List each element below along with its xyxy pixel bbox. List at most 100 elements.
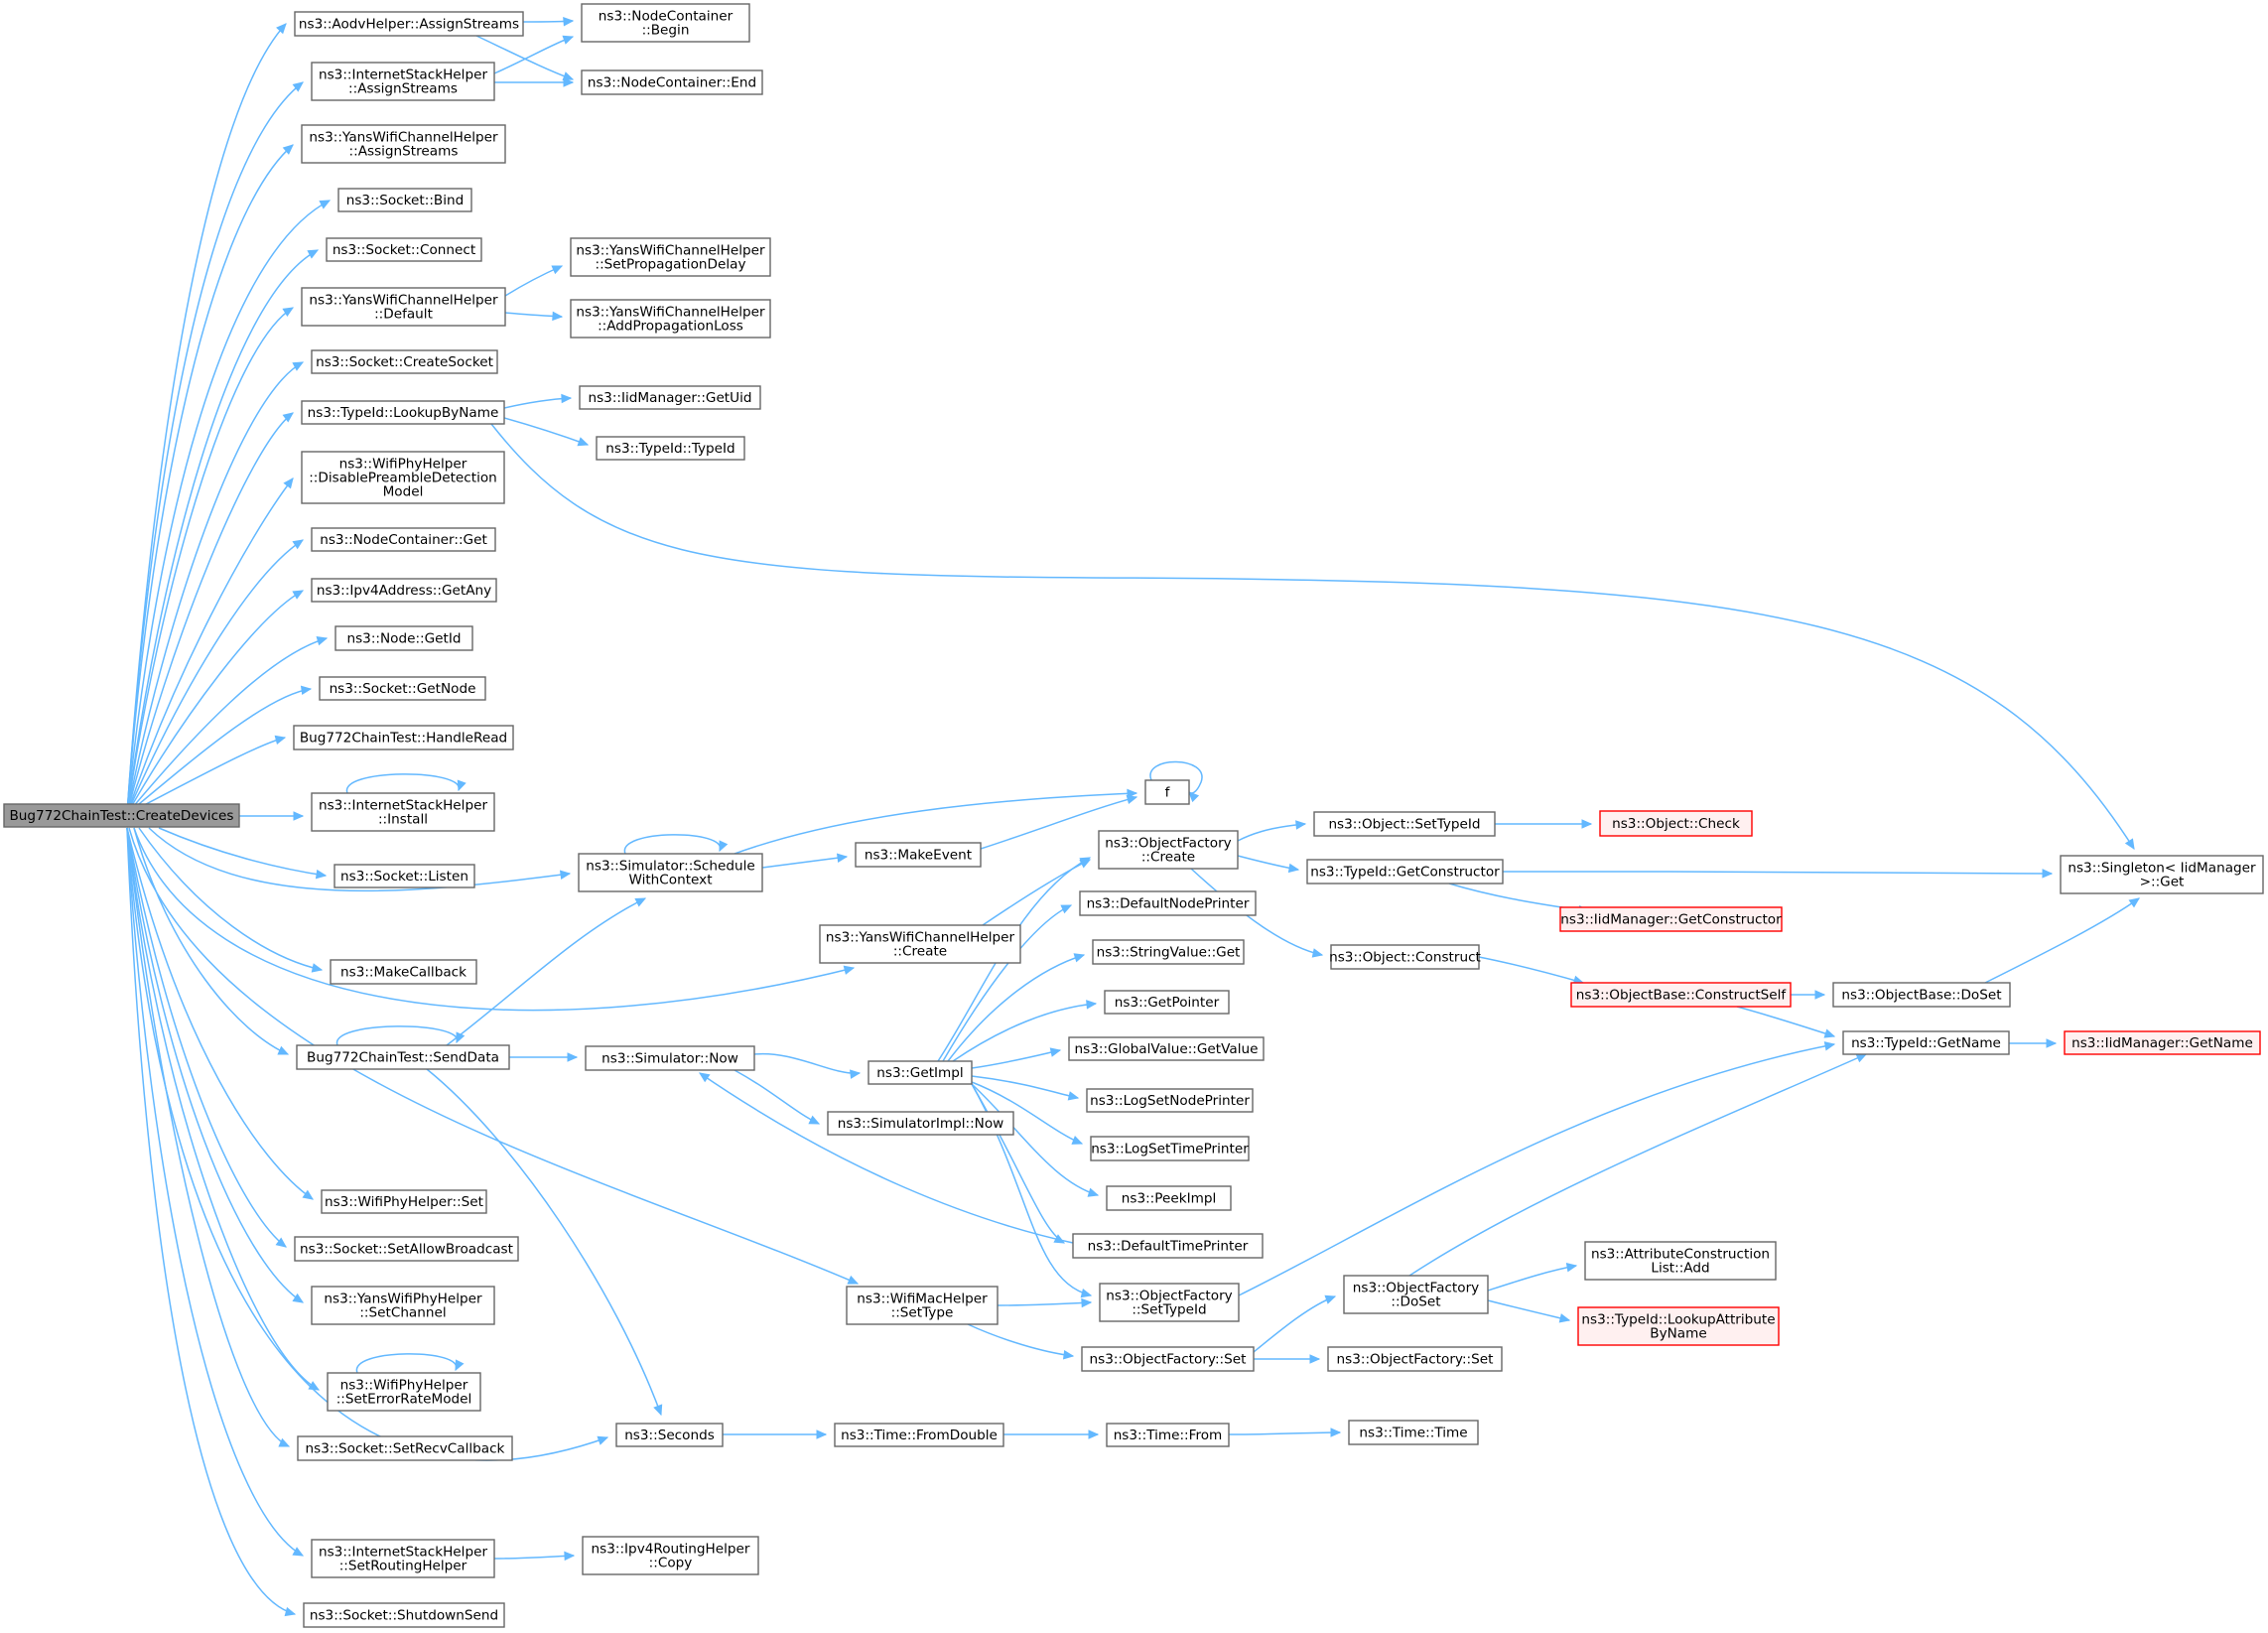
node-box-typeid-getname[interactable] <box>1842 1030 2010 1055</box>
node-box-of-settypeid[interactable] <box>1099 1283 1240 1322</box>
node-time-from[interactable]: ns3::Time::From <box>1106 1423 1230 1447</box>
node-time-fromdouble[interactable]: ns3::Time::FromDouble <box>834 1423 1004 1447</box>
node-typeid-lookup[interactable]: ns3::TypeId::LookupByName <box>301 400 505 425</box>
node-box-def-nodeprinter[interactable] <box>1079 890 1257 916</box>
node-objbase-doset[interactable]: ns3::ObjectBase::DoSet <box>1832 982 2011 1008</box>
node-box-typeid-lookup[interactable] <box>301 400 505 425</box>
node-yans-assign[interactable]: ns3::YansWifiChannelHelper::AssignStream… <box>301 124 506 164</box>
node-of-set[interactable]: ns3::ObjectFactory::Set <box>1081 1346 1255 1372</box>
node-box-yansphy-setch[interactable] <box>311 1286 495 1325</box>
node-box-obj-construct[interactable] <box>1330 944 1480 970</box>
node-box-of-set[interactable] <box>1081 1346 1255 1372</box>
node-box-typeid-ctor[interactable] <box>596 436 745 461</box>
node-box-of-set2[interactable] <box>1327 1346 1503 1372</box>
node-box-sock-listen[interactable] <box>334 864 475 888</box>
node-box-sendData[interactable] <box>296 1044 510 1070</box>
node-box-sock-getnode[interactable] <box>319 676 486 701</box>
node-box-peekimpl[interactable] <box>1106 1185 1232 1211</box>
node-sock-bind[interactable]: ns3::Socket::Bind <box>337 188 472 212</box>
node-obj-check[interactable]: ns3::Object::Check <box>1599 810 1753 837</box>
node-getpointer[interactable]: ns3::GetPointer <box>1104 990 1230 1015</box>
node-iid-getname[interactable]: ns3::IidManager::GetName <box>2064 1030 2261 1055</box>
node-box-getpointer[interactable] <box>1104 990 1230 1015</box>
node-box-make-callback[interactable] <box>330 959 477 985</box>
node-yans-addprop[interactable]: ns3::YansWifiChannelHelper::AddPropagati… <box>570 299 771 339</box>
node-box-iid-getuid[interactable] <box>579 385 761 410</box>
node-inet-install[interactable]: ns3::InternetStackHelper::Install <box>311 792 495 832</box>
node-obj-construct[interactable]: ns3::Object::Construct <box>1329 944 1481 970</box>
node-box-inet-install[interactable] <box>311 792 495 832</box>
node-box-attr-add[interactable] <box>1584 1241 1777 1281</box>
node-box-node-getid[interactable] <box>334 625 473 651</box>
node-f[interactable]: f <box>1144 779 1190 805</box>
node-box-wifiphy-disable[interactable] <box>301 451 505 504</box>
node-sendData[interactable]: Bug772ChainTest::SendData <box>296 1044 510 1070</box>
node-singleton-get[interactable]: ns3::Singleton< IidManager >::Get <box>2060 855 2264 894</box>
node-make-callback[interactable]: ns3::MakeCallback <box>330 959 477 985</box>
node-box-ipv4-getany[interactable] <box>311 578 497 603</box>
node-box-inet-assign[interactable] <box>311 62 495 101</box>
node-typeid-getname[interactable]: ns3::TypeId::GetName <box>1842 1030 2010 1055</box>
node-node-getid[interactable]: ns3::Node::GetId <box>334 625 473 651</box>
node-box-yans-setprop[interactable] <box>570 237 771 277</box>
node-box-of-doset[interactable] <box>1343 1275 1489 1314</box>
node-nc-begin[interactable]: ns3::NodeContainer::Begin <box>581 3 750 43</box>
node-obj-settypeid[interactable]: ns3::Object::SetTypeId <box>1313 811 1496 837</box>
node-stringvalue-get[interactable]: ns3::StringValue::Get <box>1092 939 1245 965</box>
node-box-sock-bind[interactable] <box>337 188 472 212</box>
node-box-nc-begin[interactable] <box>581 3 750 43</box>
node-logsetnode[interactable]: ns3::LogSetNodePrinter <box>1086 1088 1254 1113</box>
node-aodv-assign[interactable]: ns3::AodvHelper::AssignStreams <box>294 11 524 37</box>
node-box-seconds[interactable] <box>615 1423 724 1447</box>
node-box-ipv4routing-copy[interactable] <box>582 1536 759 1575</box>
node-ipv4routing-copy[interactable]: ns3::Ipv4RoutingHelper::Copy <box>582 1536 759 1575</box>
node-iid-getctor[interactable]: ns3::IidManager::GetConstructor <box>1559 906 1783 932</box>
node-wifimac-settype[interactable]: ns3::WifiMacHelper::SetType <box>846 1286 999 1325</box>
node-inet-assign[interactable]: ns3::InternetStackHelper::AssignStreams <box>311 62 495 101</box>
node-box-iid-getctor[interactable] <box>1559 906 1783 932</box>
node-globalvalue-get[interactable]: ns3::GlobalValue::GetValue <box>1068 1036 1265 1061</box>
node-sock-listen[interactable]: ns3::Socket::Listen <box>334 864 475 888</box>
node-box-yanschan-create[interactable] <box>819 924 1021 964</box>
node-of-doset[interactable]: ns3::ObjectFactory::DoSet <box>1343 1275 1489 1314</box>
node-yans-setprop[interactable]: ns3::YansWifiChannelHelper::SetPropagati… <box>570 237 771 277</box>
node-box-yans-default[interactable] <box>301 287 506 327</box>
node-box-objbase-doset[interactable] <box>1832 982 2011 1008</box>
node-box-wifimac-settype[interactable] <box>846 1286 999 1325</box>
node-seconds[interactable]: ns3::Seconds <box>615 1423 724 1447</box>
node-box-root[interactable] <box>3 803 240 828</box>
node-box-f[interactable] <box>1144 779 1190 805</box>
node-box-inet-setrouting[interactable] <box>311 1539 495 1578</box>
node-box-sock-create[interactable] <box>311 349 498 374</box>
node-box-typeid-getctor[interactable] <box>1306 859 1504 885</box>
node-box-globalvalue-get[interactable] <box>1068 1036 1265 1061</box>
node-wifiphy-disable[interactable]: ns3::WifiPhyHelper::DisablePreambleDetec… <box>301 451 505 504</box>
node-handle-read[interactable]: Bug772ChainTest::HandleRead <box>293 725 514 750</box>
node-simimpl-now[interactable]: ns3::SimulatorImpl::Now <box>827 1111 1014 1136</box>
node-inet-setrouting[interactable]: ns3::InternetStackHelper::SetRoutingHelp… <box>311 1539 495 1578</box>
node-peekimpl[interactable]: ns3::PeekImpl <box>1106 1185 1232 1211</box>
node-box-aodv-assign[interactable] <box>294 11 524 37</box>
node-box-wifiphy-seterr[interactable] <box>327 1372 481 1412</box>
node-wifiphy-set[interactable]: ns3::WifiPhyHelper::Set <box>321 1189 487 1214</box>
node-nc-get[interactable]: ns3::NodeContainer::Get <box>311 527 496 552</box>
node-box-logsettime[interactable] <box>1090 1136 1250 1161</box>
node-nc-end[interactable]: ns3::NodeContainer::End <box>581 69 763 95</box>
node-box-sim-schedule[interactable] <box>578 853 763 892</box>
node-getimpl[interactable]: ns3::GetImpl <box>867 1060 973 1085</box>
node-of-settypeid[interactable]: ns3::ObjectFactory::SetTypeId <box>1099 1283 1240 1322</box>
node-time-time[interactable]: ns3::Time::Time <box>1348 1420 1479 1445</box>
node-box-handle-read[interactable] <box>293 725 514 750</box>
node-logsettime[interactable]: ns3::LogSetTimePrinter <box>1090 1136 1250 1161</box>
node-box-of-create[interactable] <box>1098 830 1239 870</box>
node-yans-default[interactable]: ns3::YansWifiChannelHelper::Default <box>301 287 506 327</box>
node-box-time-fromdouble[interactable] <box>834 1423 1004 1447</box>
node-sock-create[interactable]: ns3::Socket::CreateSocket <box>311 349 498 374</box>
node-box-obj-settypeid[interactable] <box>1313 811 1496 837</box>
node-box-sim-now[interactable] <box>585 1045 755 1071</box>
node-box-yans-assign[interactable] <box>301 124 506 164</box>
node-def-timeprinter[interactable]: ns3::DefaultTimePrinter <box>1072 1233 1264 1259</box>
node-box-nc-end[interactable] <box>581 69 763 95</box>
